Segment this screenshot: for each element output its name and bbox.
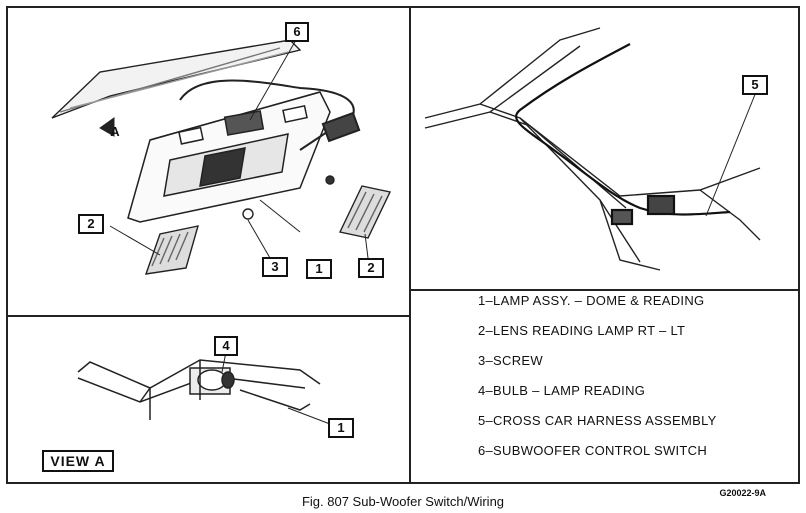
legend-item-4: 4–BULB – LAMP READING	[478, 383, 646, 398]
harness-routing	[515, 43, 731, 226]
leader-line-5	[705, 91, 757, 217]
screw-parts	[242, 175, 335, 220]
callout-4: 4	[214, 336, 238, 356]
callout-3: 3	[262, 257, 288, 277]
legend-item-2: 2–LENS READING LAMP RT – LT	[478, 323, 686, 338]
leader-lines-view-a	[221, 351, 331, 425]
callout-2-right: 2	[358, 258, 384, 278]
callout-6: 6	[285, 22, 309, 42]
callout-5: 5	[742, 75, 768, 95]
view-a-assembly	[77, 359, 321, 420]
figure-caption: Fig. 807 Sub-Woofer Switch/Wiring	[301, 494, 505, 509]
legend-item-6: 6–SUBWOOFER CONTROL SWITCH	[478, 443, 708, 458]
figure-frame	[6, 6, 800, 484]
callout-1-top: 1	[306, 259, 332, 279]
legend-item-5: 5–CROSS CAR HARNESS ASSEMBLY	[478, 413, 717, 428]
leader-lines-topleft	[99, 39, 369, 259]
view-a-label: VIEW A	[42, 450, 114, 472]
harness-wire	[179, 79, 361, 151]
callout-1-bottom: 1	[328, 418, 354, 438]
legend-item-1: 1–LAMP ASSY. – DOME & READING	[478, 293, 705, 308]
dome-lamp-housing	[127, 91, 331, 223]
callout-2-left: 2	[78, 214, 104, 234]
lens-left	[144, 225, 199, 275]
figure-code: G20022-9A	[719, 488, 766, 498]
view-a-arrow-label: A	[110, 124, 120, 139]
lens-right	[338, 185, 392, 239]
legend-item-3: 3–SCREW	[478, 353, 543, 368]
roof-structure	[424, 27, 761, 271]
headliner-panel	[51, 39, 302, 119]
